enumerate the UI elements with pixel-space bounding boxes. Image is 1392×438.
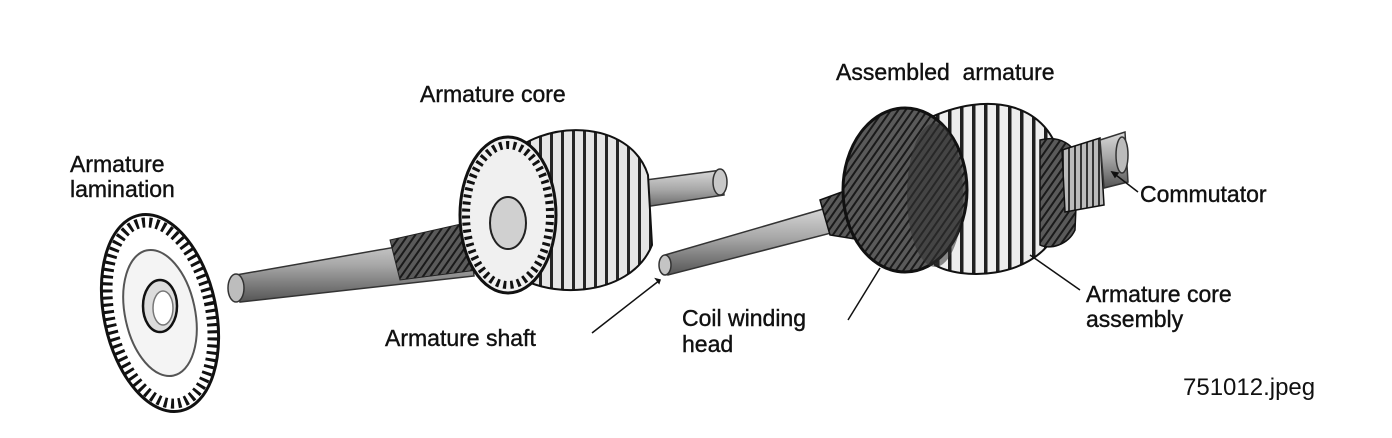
assembled-armature-part — [658, 102, 1129, 276]
leader-armature-core-assembly — [1029, 254, 1081, 291]
armature-core-part — [458, 129, 654, 295]
leader-lines — [591, 170, 1139, 334]
label-armature-core-assembly-line2: assembly — [1086, 306, 1184, 332]
label-coil-winding-line1: Coil winding — [682, 305, 807, 331]
arrow-commutator — [1110, 170, 1120, 179]
label-armature-core: Armature core — [420, 81, 566, 107]
label-assembled-armature: Assembled armature — [836, 59, 1055, 85]
label-commutator: Commutator — [1140, 181, 1267, 207]
arrow-armature-shaft — [654, 277, 661, 285]
leader-coil-winding-head — [847, 267, 881, 321]
armature-lamination-part — [99, 212, 221, 414]
label-armature-lamination-line2: lamination — [70, 176, 175, 202]
label-coil-winding-line2: head — [682, 331, 734, 357]
file-reference-label: 751012.jpeg — [1183, 374, 1316, 401]
label-armature-core-assembly-line1: Armature core — [1086, 281, 1232, 307]
leader-armature-shaft — [591, 279, 661, 334]
label-armature-shaft: Armature shaft — [385, 325, 536, 351]
label-armature-lamination-line1: Armature — [70, 151, 165, 177]
